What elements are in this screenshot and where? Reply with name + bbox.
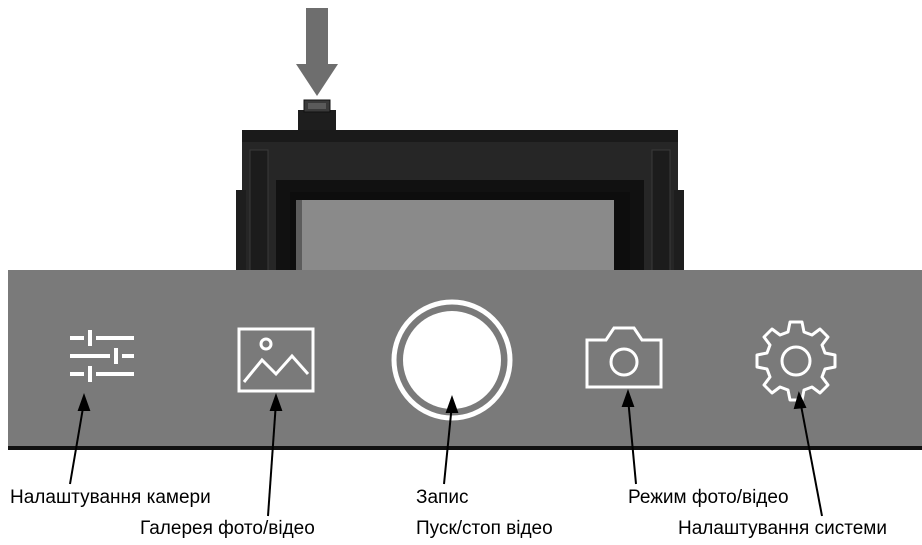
top-power-button <box>298 99 336 132</box>
gear-icon <box>755 320 837 402</box>
label-record-sub: Пуск/стоп відео <box>416 518 553 539</box>
label-photo-video-mode: Режим фото/відео <box>628 487 789 508</box>
device-screen <box>296 200 614 280</box>
gallery-button[interactable] <box>236 326 316 394</box>
label-system-settings: Налаштування системи <box>678 518 887 539</box>
camera-icon <box>585 326 663 389</box>
record-button-icon <box>391 299 513 421</box>
label-gallery: Галерея фото/відео <box>140 518 315 539</box>
image-icon <box>237 327 315 393</box>
camera-settings-button[interactable] <box>64 326 140 390</box>
record-button[interactable] <box>390 298 514 422</box>
label-camera-settings: Налаштування камери <box>10 487 211 508</box>
system-settings-button[interactable] <box>752 316 840 404</box>
sliders-icon <box>70 330 134 382</box>
device-body <box>236 130 684 280</box>
label-record-title: Запис <box>416 487 469 508</box>
photo-video-mode-button[interactable] <box>584 322 664 390</box>
down-arrow-icon <box>296 8 338 96</box>
